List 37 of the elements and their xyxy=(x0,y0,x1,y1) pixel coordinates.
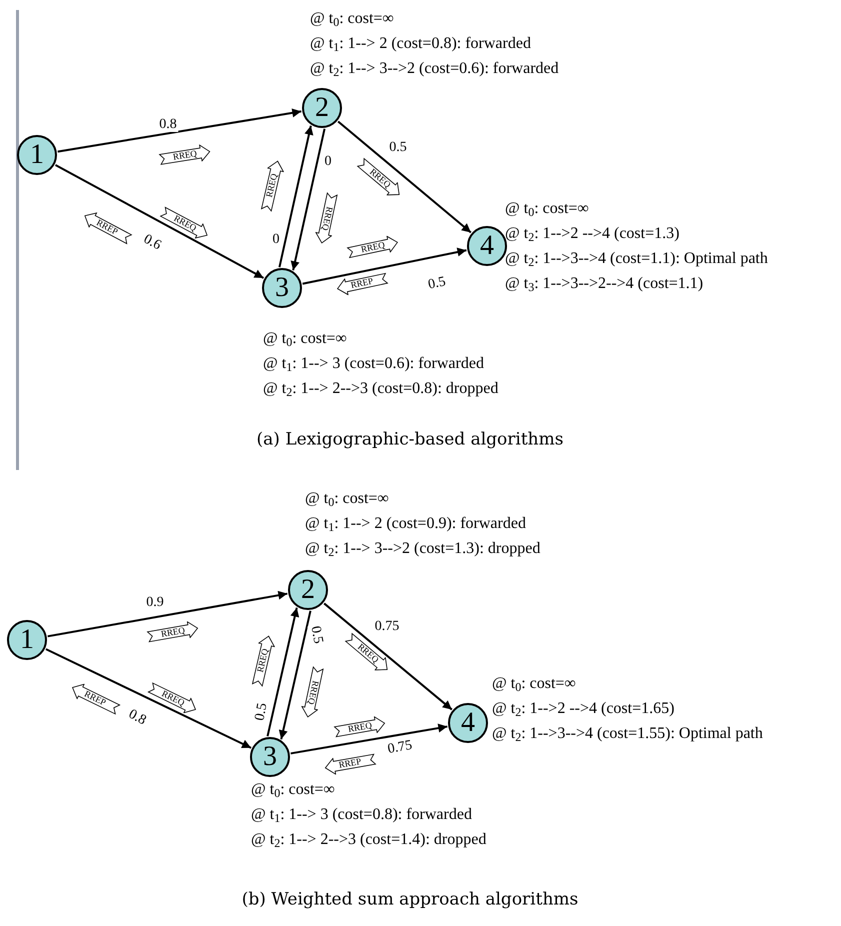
cost-annotation: @ t$_{2}$: 1-->3-->4 (cost=1.1): Optimal path xyxy=(505,249,768,271)
cost-annotation: @ t$_{2}$: 1--> 2-->3 (cost=1.4): dropped xyxy=(251,830,486,852)
cost-annotation: @ t$_{1}$: 1--> 2 (cost=0.9): forwarded xyxy=(305,514,527,536)
cost-annotation: @ t$_{2}$: 1--> 3-->2 (cost=0.6): forwarded xyxy=(310,59,559,81)
edge-label: 0.5 xyxy=(307,624,325,646)
arrow xyxy=(48,590,288,638)
cost-annotation: @ t$_{0}$: cost=∞ xyxy=(251,780,336,802)
cost-annotation: @ t$_{0}$: cost=∞ xyxy=(505,199,590,221)
arrow xyxy=(45,648,252,749)
direction-arrow: RREQ xyxy=(146,619,200,645)
cost-annotation: @ t$_{2}$: 1--> 3-->2 (cost=1.3): dropped xyxy=(305,539,540,561)
cost-annotation: @ t$_{2}$: 1--> 2-->3 (cost=0.8): dropped xyxy=(263,379,498,401)
arrow xyxy=(278,610,312,740)
cost-annotation: @ t$_{2}$: 1-->2 -->4 (cost=1.65) xyxy=(492,699,676,721)
cost-annotation: @ t$_{0}$: cost=∞ xyxy=(310,9,395,31)
arrow xyxy=(302,248,467,285)
subfigure-caption: (a) Lexigographic-based algorithms xyxy=(256,428,564,452)
cost-annotation: @ t$_{3}$: 1-->3-->2-->4 (cost=1.1) xyxy=(505,274,704,296)
arrow xyxy=(337,120,472,234)
cost-annotation: @ t$_{0}$: cost=∞ xyxy=(492,674,577,696)
direction-arrow: RREQ xyxy=(158,142,212,168)
arrow xyxy=(278,126,314,268)
cost-annotation: @ t$_{1}$: 1--> 3 (cost=0.8): forwarded xyxy=(251,805,473,827)
cost-annotation: @ t$_{2}$: 1-->2 -->4 (cost=1.3) xyxy=(505,224,680,246)
direction-arrow: RREQ xyxy=(346,233,400,261)
cost-annotation: @ t$_{1}$: 1--> 3 (cost=0.6): forwarded xyxy=(263,354,485,376)
arrow xyxy=(58,108,302,153)
direction-arrow: RREQ xyxy=(332,714,388,740)
arrow xyxy=(290,128,326,270)
arrow xyxy=(290,724,448,754)
edge-label: 0.8 xyxy=(158,118,178,132)
subfigure-caption: (b) Weighted sum approach algorithms xyxy=(242,888,578,912)
cost-annotation: @ t$_{1}$: 1--> 2 (cost=0.8): forwarded xyxy=(310,34,532,56)
cost-annotation: @ t$_{0}$: cost=∞ xyxy=(305,489,390,511)
cost-annotation: @ t$_{0}$: cost=∞ xyxy=(263,329,348,351)
cost-annotation: @ t$_{2}$: 1-->3-->4 (cost=1.55): Optimal path xyxy=(492,724,763,746)
arrow xyxy=(324,602,452,710)
